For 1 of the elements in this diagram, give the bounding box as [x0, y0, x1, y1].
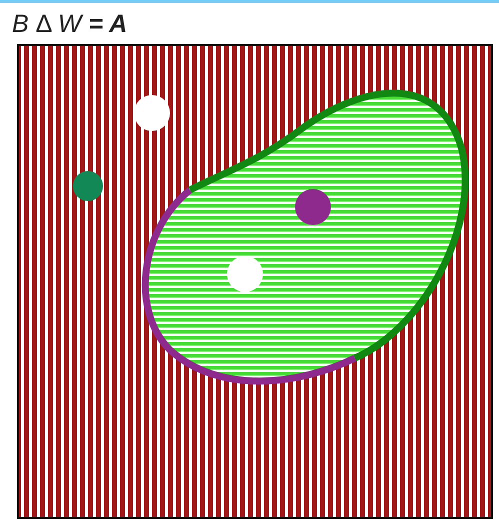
title: B Δ W = A — [12, 10, 128, 38]
